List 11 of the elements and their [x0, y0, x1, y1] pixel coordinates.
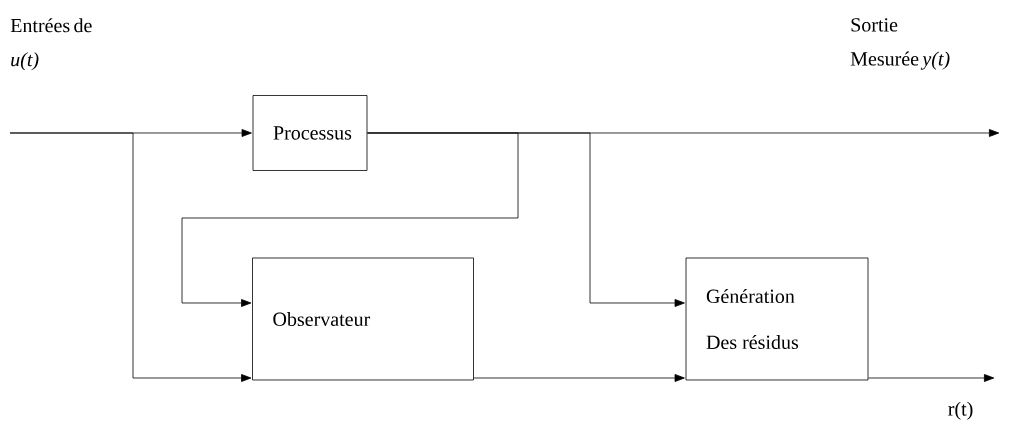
process-box: Génération Des résidus [685, 257, 869, 381]
arrow [868, 374, 995, 382]
arrow [181, 132, 519, 307]
signal-label: r(t) [948, 401, 973, 420]
process-box: Observateur [252, 257, 474, 381]
arrow [473, 374, 685, 382]
signal-label: Sortie Mesuréey(t) [850, 18, 950, 70]
arrow [367, 132, 685, 307]
arrow [9, 132, 252, 382]
signal-label: Entrées de u(t) [10, 18, 92, 71]
process-box: Processus [252, 95, 368, 171]
